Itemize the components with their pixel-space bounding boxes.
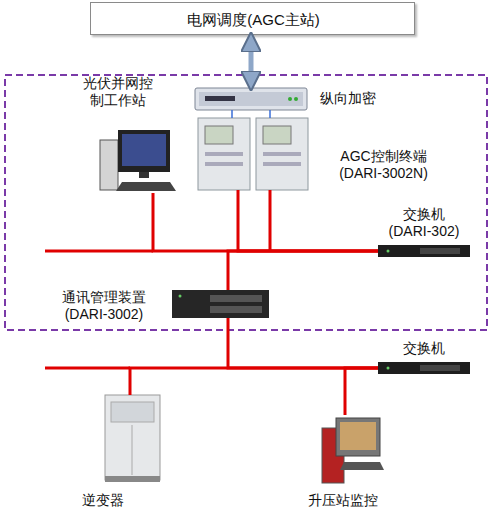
inverter-illustration [105,395,160,482]
comm-manager: 通讯管理装置 (DARI-3002) [172,290,269,318]
bus-line [45,367,130,370]
workstation-illustration [100,130,176,191]
node-label: 通讯管理装置 (DARI-3002) [40,289,168,323]
connector [238,190,378,251]
node-label: 升压站监控 [290,492,395,509]
node-label: 电网调度(AGC主站) [91,11,416,28]
agc-terminal: AGC控制终端 (DARI-3002N) [198,118,308,190]
workstation: 光伏并网控 制工作站 [100,128,175,193]
substation-monitor: 升压站监控 [318,415,380,485]
inverter: 逆变器 [105,395,160,480]
connector [130,368,378,395]
substation-monitor-illustration [322,418,384,483]
connector [153,193,378,251]
switch-illustration [378,245,470,257]
connector [345,368,378,415]
connector [228,318,378,368]
node-label: 逆变器 [63,492,143,509]
connector [228,251,378,290]
node-label: 交换机 (DARI-302) [382,206,466,240]
connector [232,110,270,118]
node-label: 交换机 [382,340,466,357]
node-label: 光伏并网控 制工作站 [78,75,158,109]
encryption-device [195,88,307,110]
network-switch: 交换机 (DARI-302) [378,245,470,257]
node-label: 纵向加密 [320,90,400,107]
node-label: AGC控制终端 (DARI-3002N) [326,148,441,182]
encryption-device: 纵向加密 [195,88,307,110]
switch-illustration [378,362,470,374]
network-switch: 交换机 [378,362,470,374]
connector [249,36,254,87]
comm-manager-illustration [172,290,269,318]
dashed-boundary [5,75,487,330]
bus-line [45,250,153,253]
agc-terminal-illustration [198,118,308,190]
dispatch-box: 电网调度(AGC主站) [90,2,415,35]
